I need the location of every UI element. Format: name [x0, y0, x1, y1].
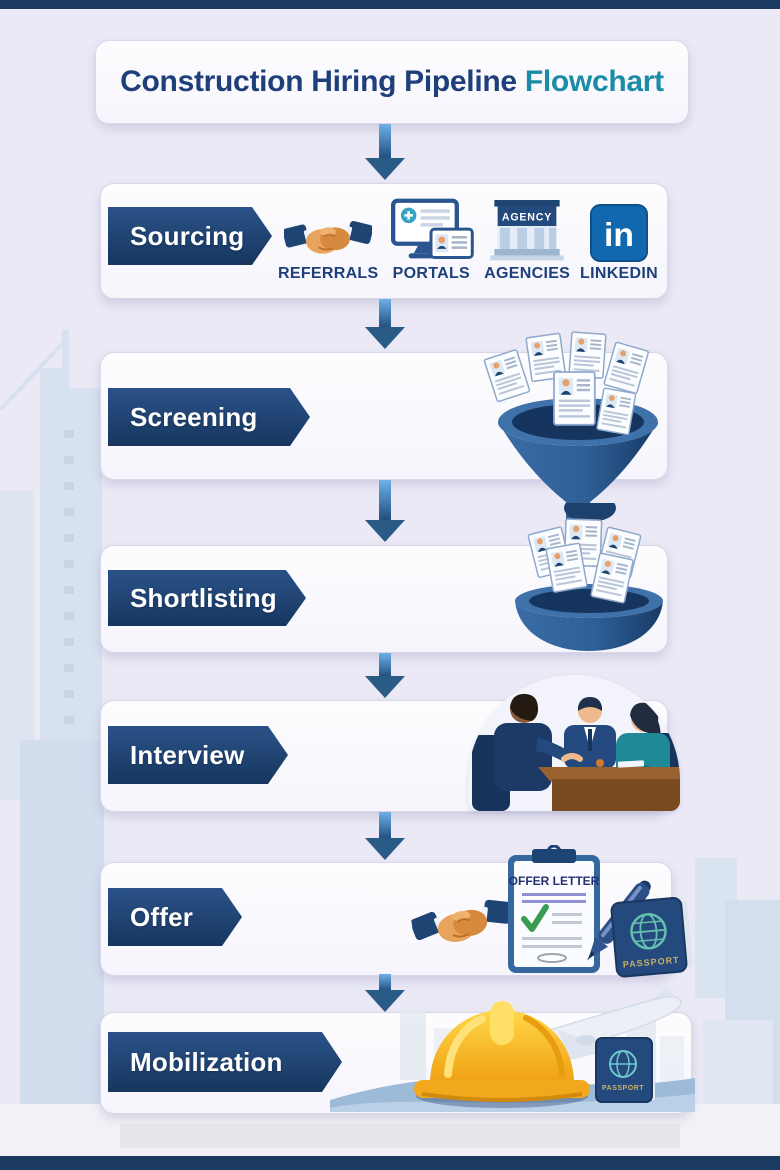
flow-arrow-4 [365, 653, 405, 698]
flow-arrow-5 [365, 812, 405, 860]
sourcing-channels: REFERRALS [278, 195, 658, 283]
channel-item-portals: PORTALS [388, 198, 475, 283]
stage-banner-shortlisting: Shortlisting [108, 570, 306, 626]
offer-letter-clipboard: OFFER LETTER [508, 845, 600, 973]
stage-banner-interview: Interview [108, 726, 288, 784]
page-title: Construction Hiring Pipeline Flowchart [120, 65, 664, 99]
stage-label-offer: Offer [130, 901, 194, 932]
selected-resumes-illustration [515, 503, 663, 651]
bottom-gray-strip [120, 1124, 680, 1148]
stage-label-sourcing: Sourcing [130, 220, 245, 251]
top-accent-bar [0, 0, 780, 9]
job-portal-monitor-icon [388, 198, 475, 262]
channel-item-referrals: REFERRALS [278, 198, 378, 283]
bottom-accent-bar [0, 1156, 780, 1170]
agency-sign-text: AGENCY [502, 211, 552, 223]
stage-banner-screening: Screening [108, 388, 310, 446]
linkedin-glyph-text: in [604, 217, 634, 254]
flow-arrow-2 [365, 299, 405, 349]
interview-panel-illustration [468, 675, 680, 811]
stage-banner-mobilization: Mobilization [108, 1032, 342, 1092]
channel-item-agencies: AGENCY AGENCIES [484, 198, 570, 283]
offer-passport-text: PASSPORT [622, 955, 679, 970]
stage-label-screening: Screening [130, 401, 258, 432]
stage-label-interview: Interview [130, 739, 245, 770]
channel-label-referrals: REFERRALS [278, 265, 379, 282]
mobilization-passport-icon: PASSPORT [595, 1037, 655, 1103]
title-card: Construction Hiring Pipeline Flowchart [95, 40, 689, 124]
stage-label-mobilization: Mobilization [130, 1046, 283, 1077]
resume-funnel-illustration [483, 331, 658, 535]
mobilization-passport-text: PASSPORT [602, 1085, 644, 1092]
stage-label-shortlisting: Shortlisting [130, 582, 277, 613]
flow-arrow-3 [365, 480, 405, 542]
offer-letter-title-text: OFFER LETTER [509, 874, 600, 888]
channel-label-linkedin: LINKEDIN [580, 265, 658, 282]
left-skyline-decoration [0, 330, 104, 1120]
page-title-main: Construction Hiring Pipeline [120, 65, 517, 98]
page-title-accent: Flowchart [524, 65, 664, 98]
right-skyline-decoration [695, 858, 780, 1120]
channel-item-linkedin: in LINKEDIN [580, 198, 658, 283]
offer-passport-icon: PASSPORT [610, 897, 693, 978]
stage-banner-offer: Offer [108, 888, 242, 946]
hard-hat-icon [414, 1001, 590, 1108]
handshake-icon [284, 198, 373, 262]
flow-arrow-6 [365, 974, 405, 1012]
agency-building-icon: AGENCY [484, 198, 570, 262]
linkedin-icon: in [590, 198, 648, 262]
mobilization-scene: PASSPORT [330, 988, 695, 1112]
channel-label-portals: PORTALS [392, 265, 470, 282]
channel-label-agencies: AGENCIES [484, 265, 571, 282]
flow-arrow-1 [365, 124, 405, 180]
stage-banner-sourcing: Sourcing [108, 207, 272, 265]
